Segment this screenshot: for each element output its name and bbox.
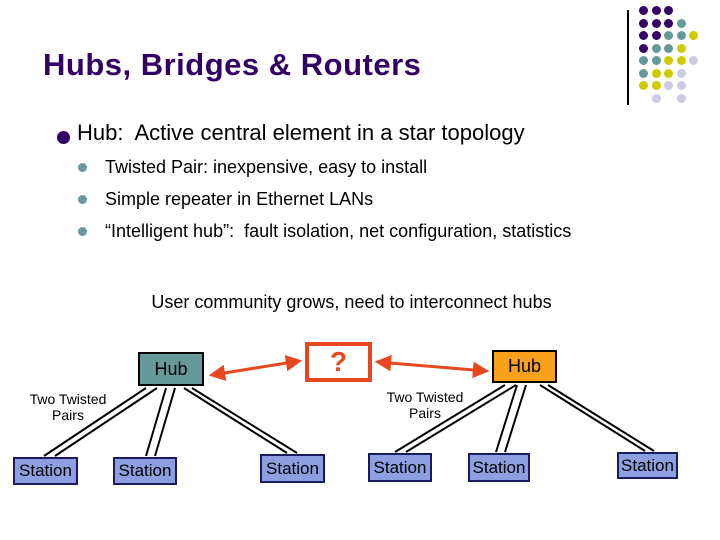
decor-dot <box>639 81 648 90</box>
decor-dot <box>651 68 661 78</box>
twisted-pair-line <box>43 387 147 457</box>
decor-dot-row <box>639 43 698 53</box>
twisted-pair-line <box>154 387 176 457</box>
bullet-icon <box>57 131 70 144</box>
decor-dot <box>676 31 686 40</box>
decor-dot <box>639 31 648 40</box>
twisted-pair-line <box>495 384 518 453</box>
sub-bullet-text: “Intelligent hub”: fault isolation, net … <box>105 221 572 241</box>
interconnect-arrow-left <box>208 354 303 382</box>
twisted-pair-line <box>183 387 288 454</box>
decor-dot <box>676 18 686 28</box>
decor-dot <box>689 56 698 65</box>
hub-left-box: Hub <box>138 352 204 386</box>
station-box-3: Station <box>260 454 325 483</box>
twisted-pair-line <box>394 384 506 453</box>
decor-dot <box>651 43 661 53</box>
decor-dot <box>639 18 648 28</box>
decor-dot <box>651 18 661 28</box>
twisted-pair-line <box>191 387 298 454</box>
decor-dot <box>651 31 661 40</box>
decor-dot-row <box>639 68 698 78</box>
decor-dot <box>676 81 686 90</box>
station-box-2: Station <box>113 457 177 485</box>
decor-dot-row <box>639 31 698 40</box>
decor-dot <box>676 56 686 65</box>
pair-label-left: Two Twisted Pairs <box>29 391 107 423</box>
question-box: ? <box>305 342 372 382</box>
decor-dot <box>651 56 661 65</box>
decor-dot <box>651 81 661 90</box>
twisted-pair-line <box>504 384 527 453</box>
decor-dot <box>664 18 673 28</box>
decor-dot-row <box>639 81 698 90</box>
decor-dot-row <box>639 18 698 28</box>
decor-dot <box>676 43 686 53</box>
decor-dot <box>676 93 686 103</box>
decor-dot <box>664 68 673 78</box>
sub-bullet-text: Twisted Pair: inexpensive, easy to insta… <box>105 157 428 177</box>
decor-dot <box>664 6 673 15</box>
decor-dot <box>651 93 661 103</box>
bullet-main-text: Hub: Active central element in a star to… <box>77 120 525 145</box>
decor-dot <box>639 43 648 53</box>
interconnect-note: User community grows, need to interconne… <box>151 292 552 312</box>
twisted-pair-line <box>145 387 167 457</box>
decor-dot <box>676 68 686 78</box>
decor-dot <box>639 6 648 15</box>
sub-bullet-icon <box>78 163 87 172</box>
decor-dot <box>689 31 698 40</box>
decor-dot <box>664 81 673 90</box>
decor-dot <box>664 31 673 40</box>
sub-bullet-text: Simple repeater in Ethernet LANs <box>105 189 374 209</box>
sub-bullet-icon <box>78 195 87 204</box>
decor-dot <box>664 43 673 53</box>
station-box-1: Station <box>13 457 78 485</box>
station-box-6: Station <box>617 452 678 479</box>
twisted-pair-line <box>539 384 646 452</box>
decor-dot <box>651 6 661 15</box>
decor-dot <box>664 56 673 65</box>
station-box-5: Station <box>468 453 530 482</box>
slide-title: Hubs, Bridges & Routers <box>43 47 422 82</box>
decor-dot-row <box>639 6 698 15</box>
twisted-pair-line <box>405 384 517 453</box>
decor-dot-grid <box>639 6 698 103</box>
pair-label-right: Two Twisted Pairs <box>386 389 464 421</box>
station-box-4: Station <box>368 453 432 482</box>
interconnect-arrow-right <box>374 354 490 379</box>
decor-vertical-line <box>627 10 629 105</box>
decor-dot-row <box>639 56 698 65</box>
decor-dot <box>639 68 648 78</box>
sub-bullet-icon <box>78 227 87 236</box>
decor-dot-row <box>639 93 698 103</box>
decor-dot <box>639 56 648 65</box>
hub-right-box: Hub <box>492 350 557 383</box>
twisted-pair-line <box>547 384 655 452</box>
twisted-pair-line <box>54 387 158 457</box>
